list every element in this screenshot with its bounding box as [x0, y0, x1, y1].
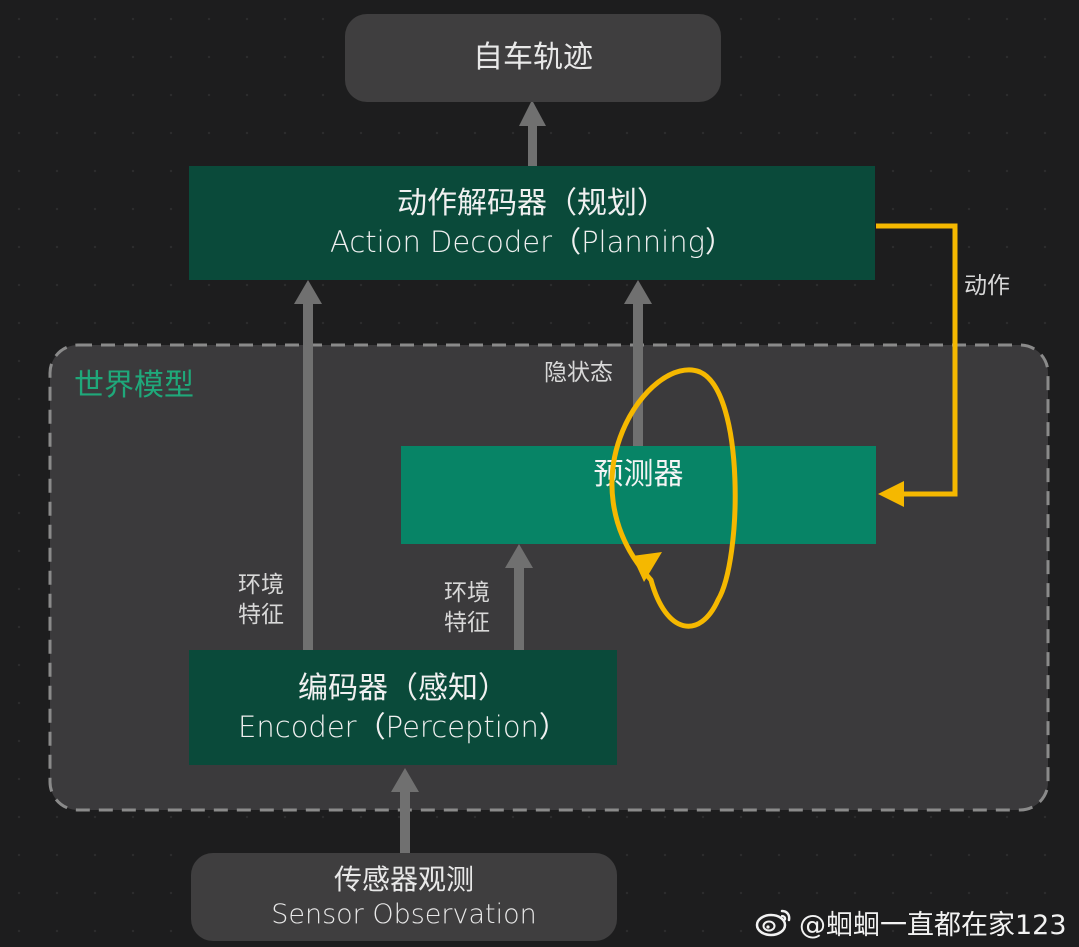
trajectory-label: 自车轨迹 [473, 40, 593, 75]
watermark-text: @蛔蛔一直都在家123 [799, 909, 1067, 941]
env-features-right-label: 环境 特征 [444, 580, 490, 636]
sensor-observation-box: 传感器观测 Sensor Observation [191, 853, 617, 941]
weibo-icon [755, 909, 791, 937]
env-features-left-label: 环境 特征 [238, 572, 284, 628]
action-label: 动作 [964, 273, 1010, 299]
action-feedback-arrow [876, 223, 958, 507]
arrow-decoder-to-trajectory [519, 100, 546, 166]
encoder-title-zh: 编码器（感知） [298, 670, 508, 706]
encoder-box: 编码器（感知） Encoder（Perception） [189, 650, 617, 765]
hidden-state-label: 隐状态 [544, 360, 613, 386]
world-model-title: 世界模型 [74, 368, 194, 403]
trajectory-output-box: 自车轨迹 [345, 14, 721, 102]
weibo-watermark: @蛔蛔一直都在家123 [755, 903, 1067, 941]
predictor-label: 预测器 [593, 457, 684, 492]
arrow-sensor-to-encoder [391, 768, 419, 854]
action-decoder-title-zh: 动作解码器（规划） [397, 186, 667, 221]
predictor-box: 预测器 [401, 446, 876, 544]
arrow-encoder-to-decoder [294, 280, 322, 650]
encoder-title-en: Encoder（Perception） [238, 709, 568, 744]
action-decoder-box: 动作解码器（规划） Action Decoder（Planning） [189, 166, 875, 280]
action-decoder-title-en: Action Decoder（Planning） [330, 225, 734, 259]
arrow-encoder-to-predictor [505, 544, 533, 650]
sensor-title-en: Sensor Observation [271, 899, 537, 930]
sensor-title-zh: 传感器观测 [333, 863, 474, 896]
